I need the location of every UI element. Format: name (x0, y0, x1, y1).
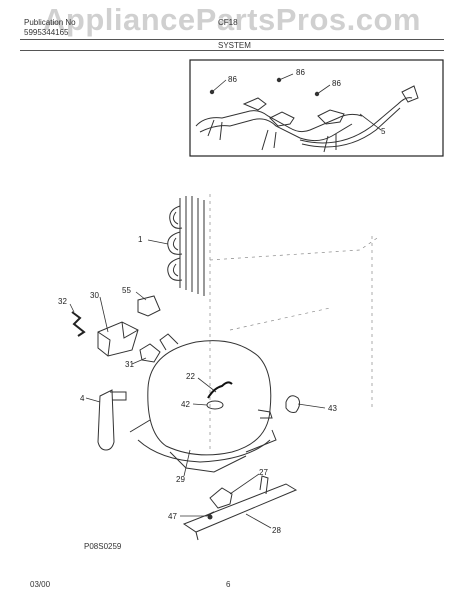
callout-55: 55 (122, 286, 131, 295)
inset-frame (189, 59, 444, 157)
callout-43: 43 (328, 404, 337, 413)
condenser-coil (167, 196, 205, 296)
wire-clip (71, 311, 86, 337)
wiring-harness-inset (195, 85, 419, 153)
callout-27: 27 (259, 468, 268, 477)
callout-22: 22 (186, 372, 195, 381)
bolt (207, 514, 213, 520)
callout-86-a: 86 (228, 75, 237, 84)
cabinet-outline (209, 194, 381, 450)
page-number: 6 (226, 580, 231, 589)
callout-31: 31 (125, 360, 134, 369)
model-number: CF18 (218, 18, 238, 27)
callout-32: 32 (58, 297, 67, 306)
callout-42: 42 (181, 400, 190, 409)
publication-number: 5995344165 (24, 28, 69, 37)
filter-drier (97, 389, 115, 451)
tubing-clamp (285, 395, 301, 413)
callout-4: 4 (80, 394, 85, 403)
compressor (110, 333, 277, 473)
callout-1: 1 (138, 235, 143, 244)
callout-30: 30 (90, 291, 99, 300)
footer-date: 03/00 (30, 580, 51, 589)
callout-86-b: 86 (296, 68, 305, 77)
heater-wire (207, 381, 233, 399)
callout-28: 28 (272, 526, 281, 535)
callout-86-c: 86 (332, 79, 341, 88)
inset-leaders (211, 73, 382, 131)
header-rule-bottom (20, 50, 444, 51)
grommet (209, 487, 233, 509)
watermark: AppliancePartsPros.com (43, 2, 421, 37)
header-rule-top (20, 39, 444, 40)
figure-id: P08S0259 (84, 542, 122, 551)
publication-label: Publication No (24, 18, 76, 27)
callout-29: 29 (176, 475, 185, 484)
relay-overload (97, 295, 161, 363)
callout-5: 5 (381, 127, 386, 136)
callout-leaders (69, 239, 326, 529)
section-title: SYSTEM (218, 41, 251, 50)
mounting-base (182, 475, 298, 541)
inset-screws (209, 77, 320, 97)
bolt-head (205, 511, 215, 517)
callout-47: 47 (168, 512, 177, 521)
